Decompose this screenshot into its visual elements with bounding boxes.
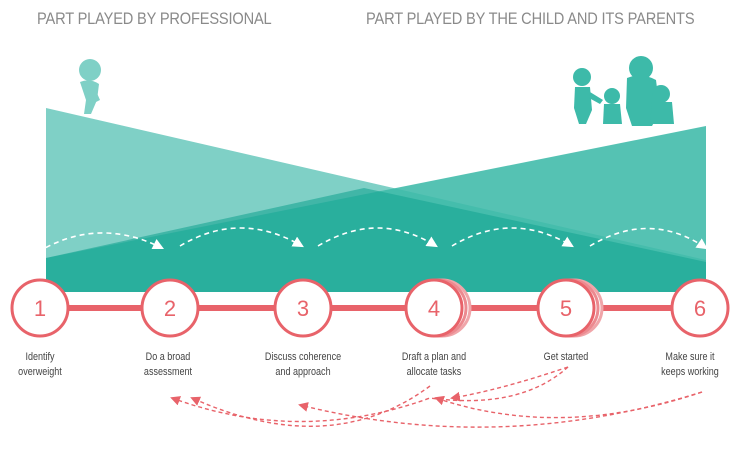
- step-caption: Make sure it keeps working: [637, 350, 738, 380]
- step-circles: 1 2 3 4 5: [10, 278, 730, 338]
- feedback-arrow: [298, 391, 703, 428]
- timeline-bar: [30, 305, 710, 311]
- forward-arrow: [317, 227, 438, 248]
- step-circle: 2: [140, 278, 200, 338]
- family-figures-icon: [573, 56, 674, 126]
- caption-line: Identify: [25, 351, 55, 363]
- step-caption: Discuss coherence and approach: [250, 350, 357, 380]
- forward-arrow: [589, 227, 708, 250]
- step-number: 3: [297, 296, 309, 321]
- caption-line: Do a broad: [145, 351, 191, 363]
- step-number: 2: [164, 296, 176, 321]
- step-number: 6: [694, 296, 706, 321]
- feedback-arrow: [434, 391, 703, 419]
- forward-arrow: [451, 227, 574, 248]
- forward-arrows: [37, 227, 708, 253]
- step-caption: Get started: [513, 350, 620, 365]
- forward-arrow: [37, 232, 165, 253]
- step-number: 5: [560, 296, 572, 321]
- step-circle-stacked: 5: [536, 278, 604, 338]
- caption-line: Discuss coherence: [264, 351, 342, 363]
- feedback-arrow: [170, 366, 569, 423]
- step-caption: Do a broad assessment: [115, 350, 222, 380]
- forward-arrow: [179, 227, 304, 248]
- step-circle: 3: [273, 278, 333, 338]
- step-circle: 1: [10, 278, 70, 338]
- feedback-arrows: [170, 366, 703, 428]
- heading-child-parents: PART PLAYED BY THE CHILD AND ITS PARENTS: [366, 9, 695, 28]
- step-circle: 6: [670, 278, 730, 338]
- step-caption: Identify overweight: [0, 350, 93, 380]
- caption-line: allocate tasks: [406, 366, 462, 378]
- caption-line: Draft a plan and: [401, 351, 467, 363]
- step-caption: Draft a plan and allocate tasks: [381, 350, 488, 380]
- feedback-arrow: [190, 385, 431, 427]
- shared-role-area: [46, 188, 706, 292]
- feedback-arrow: [450, 366, 569, 402]
- caption-line: assessment: [143, 366, 193, 378]
- step-number: 1: [34, 296, 46, 321]
- caption-line: and approach: [275, 366, 331, 378]
- professional-figure-icon: [79, 59, 101, 114]
- step-number: 4: [428, 296, 440, 321]
- caption-line: keeps working: [661, 366, 719, 378]
- step-circle-stacked: 4: [404, 278, 472, 338]
- caption-line: Get started: [543, 351, 589, 363]
- heading-professional: PART PLAYED BY PROFESSIONAL: [37, 9, 272, 28]
- caption-line: overweight: [18, 366, 62, 378]
- caption-line: Make sure it: [665, 351, 715, 363]
